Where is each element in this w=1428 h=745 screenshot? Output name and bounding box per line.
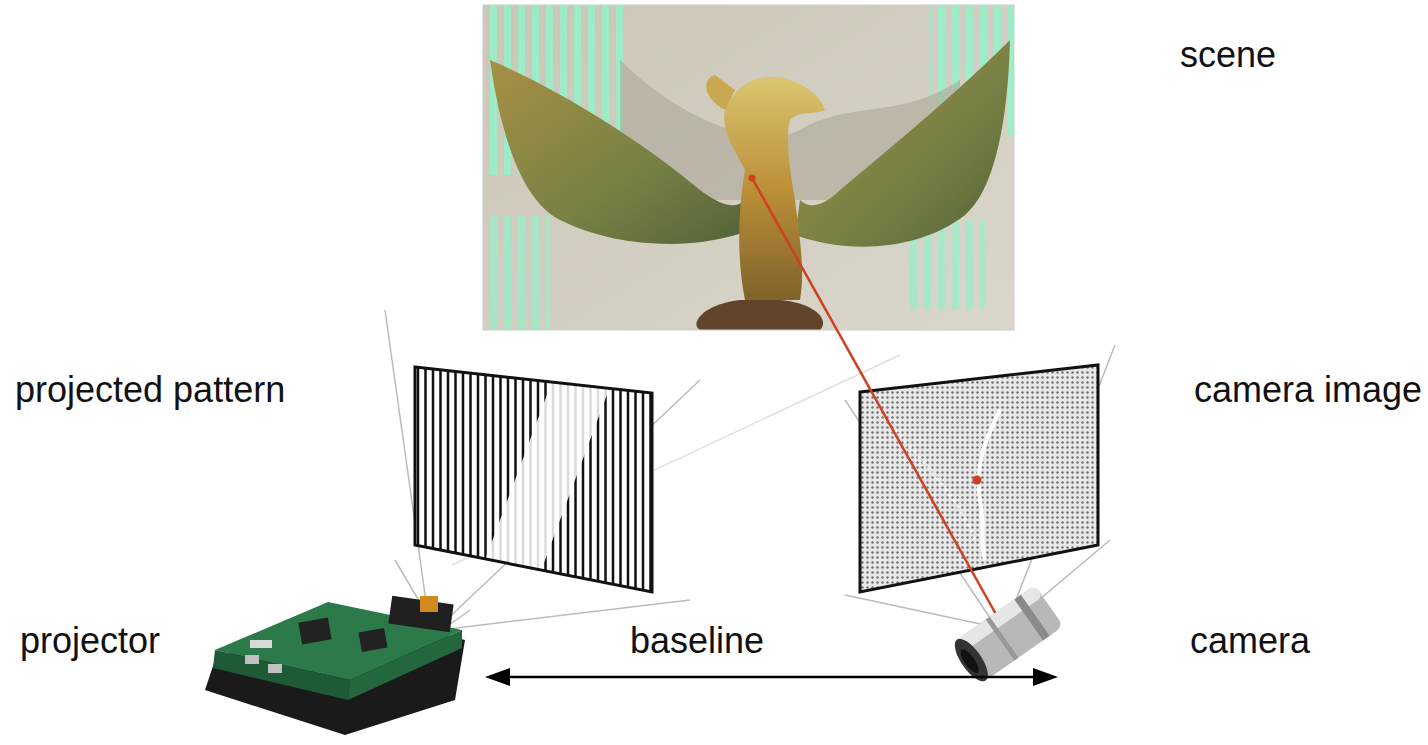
camera-image-label: camera image — [1194, 369, 1422, 410]
camera-label: camera — [1190, 620, 1310, 661]
scene-label: scene — [1180, 34, 1276, 75]
pattern-stripe — [492, 360, 495, 600]
pattern-stripe — [499, 360, 502, 600]
pattern-stripe — [484, 360, 487, 600]
pattern-stripe — [454, 360, 457, 600]
pattern-stripe — [642, 360, 645, 600]
pattern-stripe — [619, 360, 622, 600]
pattern-stripe — [439, 360, 442, 600]
pattern-stripe — [424, 360, 427, 600]
projector-label: projector — [20, 620, 160, 661]
pattern-stripe — [432, 360, 435, 600]
pattern-stripe — [462, 360, 465, 600]
pattern-stripe — [612, 360, 615, 600]
pattern-stripe — [477, 360, 480, 600]
baseline-label: baseline — [624, 620, 770, 661]
pattern-stripe — [417, 360, 420, 600]
pattern-stripe — [634, 360, 637, 600]
pattern-stripe — [447, 360, 450, 600]
pattern-label: projected pattern — [15, 369, 285, 410]
pattern-stripe — [469, 360, 472, 600]
pattern-stripe — [627, 360, 630, 600]
